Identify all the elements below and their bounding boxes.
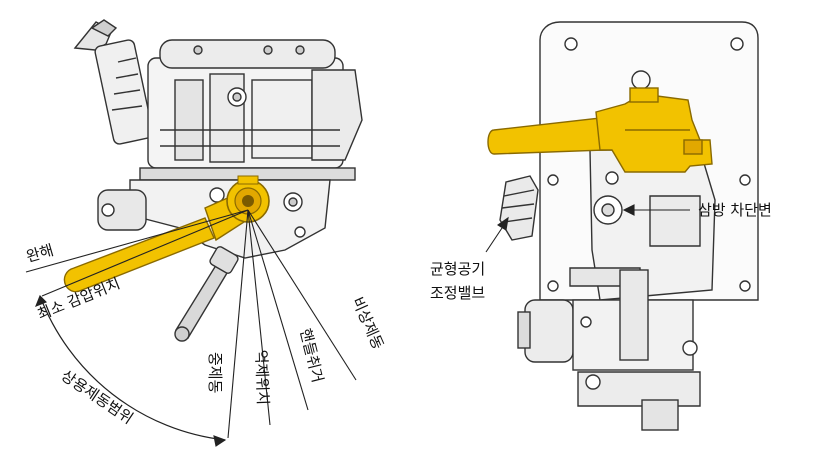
right-brake-handle (487, 87, 713, 173)
secondary-handle (174, 246, 239, 342)
label-neutral: 억제위치 (252, 350, 272, 406)
left-brake-valve (73, 19, 363, 342)
position-indicator-lines (25, 209, 357, 447)
label-emergency: 비상제동 (348, 294, 387, 352)
label-handle-removal: 핸들취거 (296, 327, 327, 385)
service-range-arc (39, 295, 226, 441)
equalizing-valve (499, 175, 539, 241)
label-equalizing-line2: 조정밸브 (430, 284, 485, 302)
label-release: 완해 (24, 241, 56, 266)
right-brake-valve (499, 21, 759, 431)
label-equalizing-line1: 균형공기 (430, 260, 485, 278)
feed-valve-cap (73, 19, 154, 145)
right-leader-lines (485, 204, 690, 253)
label-three-way-cutout: 삼방 차단변 (698, 201, 772, 219)
lower-valve-assembly (517, 269, 701, 431)
valve-body (147, 39, 363, 169)
label-full-service: 중제동 (206, 352, 224, 394)
label-service-range: 상용제동범위 (58, 366, 137, 427)
left-brake-handle (63, 175, 270, 293)
